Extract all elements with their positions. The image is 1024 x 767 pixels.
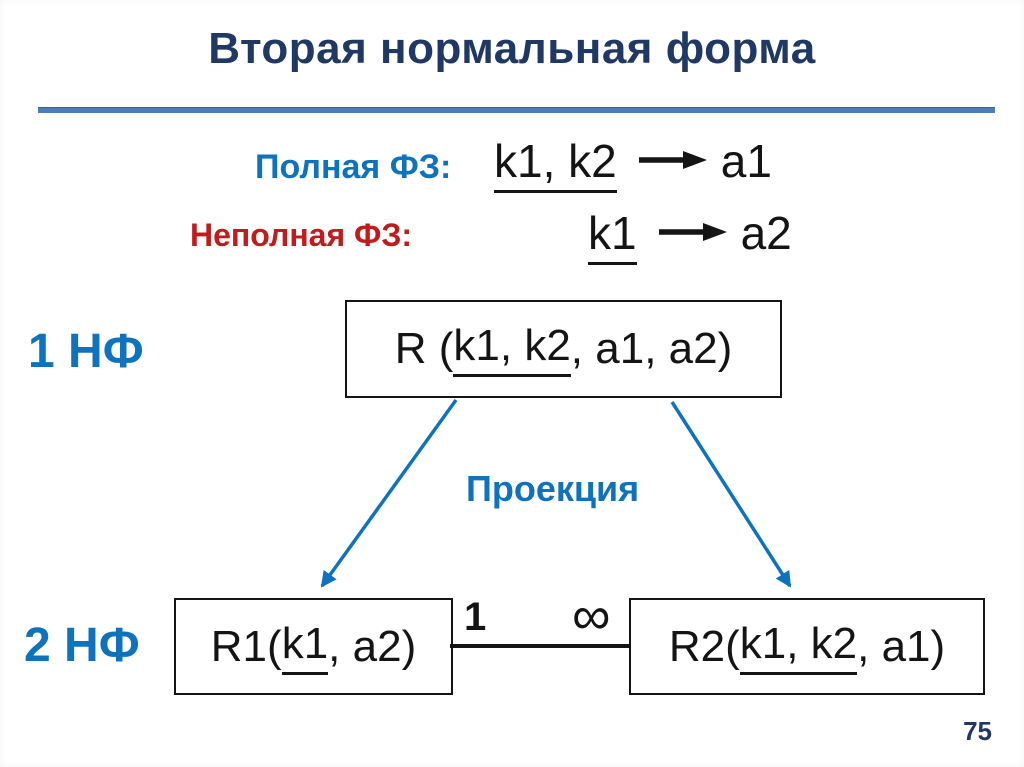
relation-r-prefix: R ( (394, 324, 454, 373)
projection-arrow-right (670, 401, 792, 588)
projection-arrow-left (320, 398, 458, 588)
relationship-line (450, 644, 632, 648)
relation-r1-key: k1 (281, 619, 329, 675)
relation-r1-prefix: R1( (210, 621, 282, 671)
relation-r1-box: R1(k1, a2) (174, 598, 453, 695)
relation-r-suffix: , a1, a2) (570, 324, 733, 373)
relation-r1-suffix: , a2) (328, 621, 417, 671)
partial-fd-formula: k1 a2 (588, 207, 792, 265)
page-number: 75 (963, 716, 992, 746)
full-fd-determinant: k1, k2 (494, 135, 617, 193)
relation-r2-suffix: , a1) (857, 621, 946, 671)
full-fd-formula: k1, k2 a1 (494, 135, 772, 193)
projection-arrows (320, 398, 792, 588)
cardinality-many-icon: ∞ (572, 586, 611, 646)
projection-label: Проекция (466, 468, 640, 509)
full-fd-label: Полная ФЗ: (255, 148, 452, 186)
nf1-label: 1 НФ (28, 325, 144, 378)
arrow-right-icon (638, 151, 707, 169)
partial-fd-determinant: k1 (588, 207, 637, 265)
title-divider (38, 107, 995, 113)
nf2-label: 2 НФ (24, 619, 140, 672)
relation-r2-box: R2(k1, k2, a1) (629, 598, 985, 695)
full-fd-dependent: a1 (720, 135, 772, 187)
relation-r2-prefix: R2( (668, 621, 740, 671)
partial-fd-dependent: a2 (740, 207, 792, 259)
relation-r-key: k1, k2 (453, 321, 571, 377)
relation-r-box: R (k1, k2, a1, a2) (345, 300, 782, 398)
cardinality-one: 1 (464, 595, 487, 639)
partial-fd-label: Неполная ФЗ: (190, 217, 413, 253)
slide-title: Вторая нормальная форма (208, 24, 816, 73)
relation-r2-key: k1, k2 (739, 619, 858, 675)
arrow-right-icon (658, 223, 727, 241)
